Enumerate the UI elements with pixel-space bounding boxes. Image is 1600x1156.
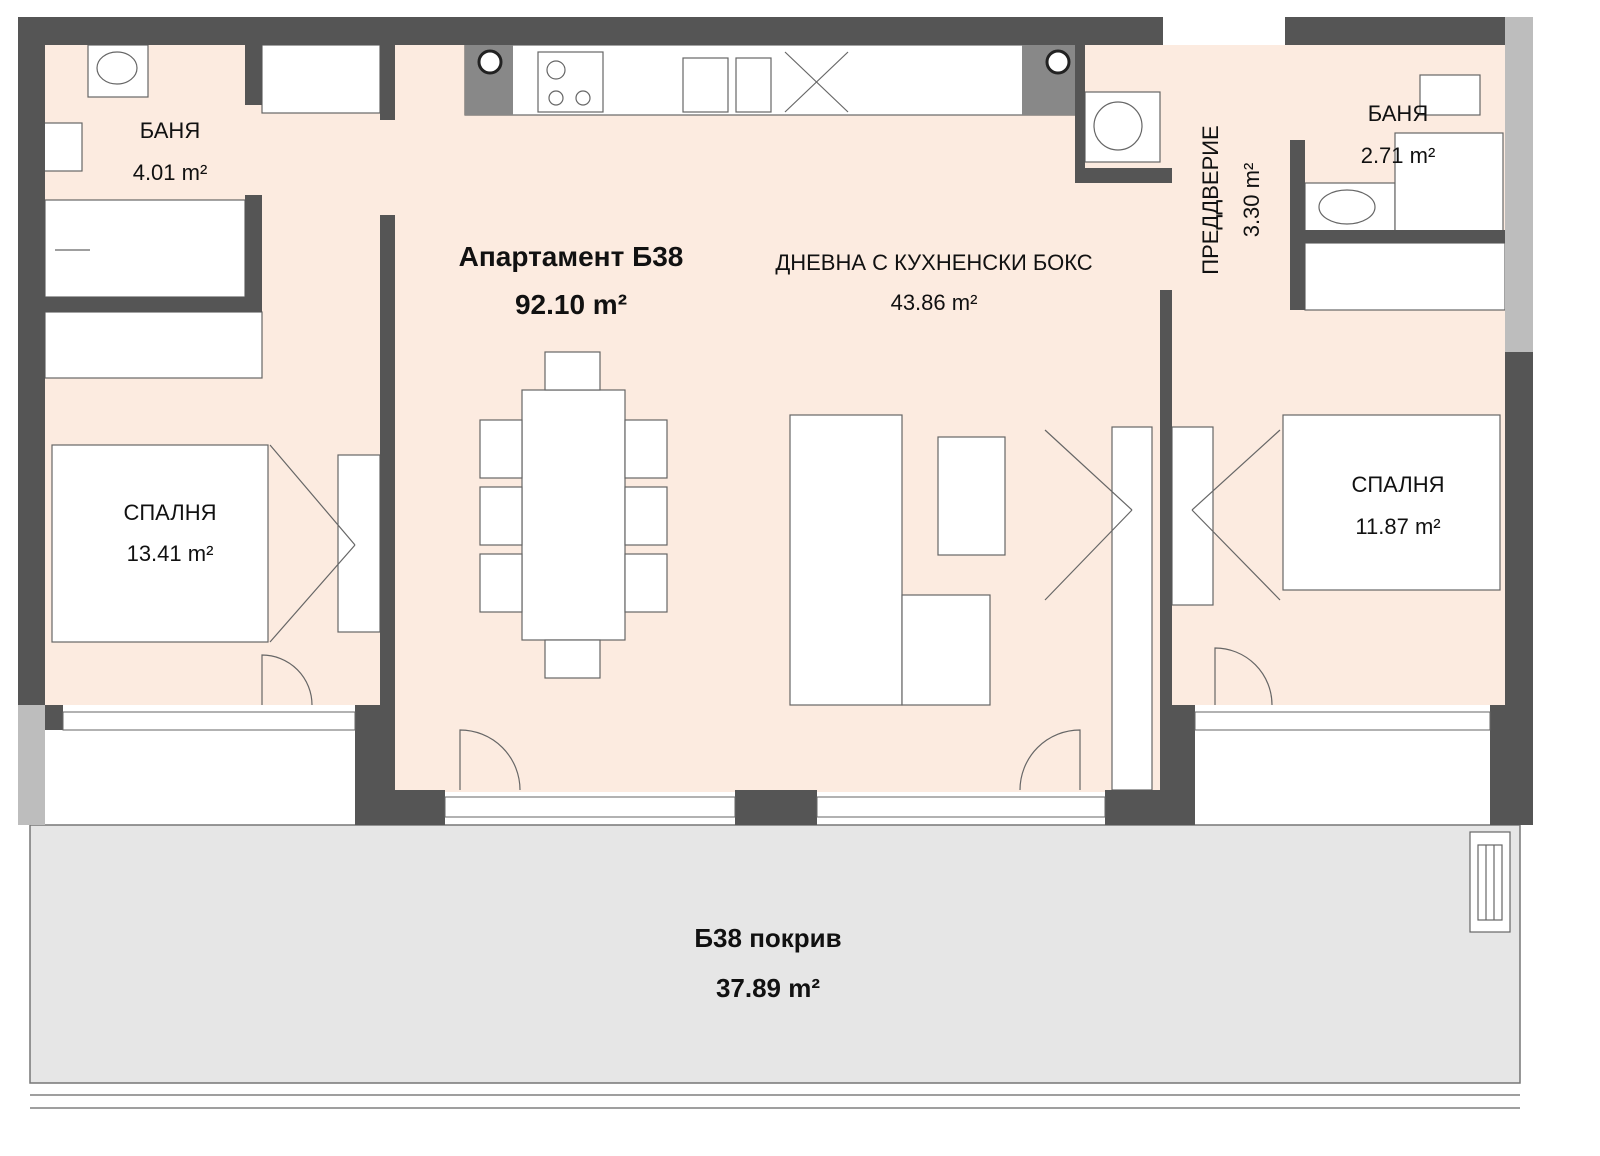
kitchen-counter bbox=[464, 44, 1076, 116]
bedroom-right-area: 11.87 m² bbox=[1355, 514, 1440, 539]
washing-machine bbox=[1084, 91, 1161, 163]
sofa bbox=[789, 414, 1006, 706]
bath-left-fixtures bbox=[31, 44, 246, 298]
hall-area: 3.30 m² bbox=[1239, 163, 1264, 238]
bath-right-fixtures bbox=[1304, 74, 1504, 234]
bath-left-name: БАНЯ bbox=[140, 118, 200, 143]
roof-name: Б38 покрив bbox=[694, 923, 841, 953]
wardrobes bbox=[44, 44, 1506, 379]
bath-right-name: БАНЯ bbox=[1368, 101, 1428, 126]
doors bbox=[261, 647, 1273, 791]
dining-table bbox=[479, 351, 668, 679]
walls bbox=[18, 17, 1533, 825]
bedroom-left-name: СПАЛНЯ bbox=[123, 500, 216, 525]
bedroom-right-name: СПАЛНЯ bbox=[1351, 472, 1444, 497]
ac-unit bbox=[1469, 831, 1511, 933]
beds bbox=[51, 414, 1501, 643]
hall-name: ПРЕДДВЕРИЕ bbox=[1198, 125, 1223, 274]
apartment-title: Апартамент Б38 bbox=[459, 241, 684, 272]
apartment-area: 92.10 m² bbox=[515, 289, 627, 320]
bedroom-left-area: 13.41 m² bbox=[127, 541, 214, 566]
living-name: ДНЕВНА С КУХНЕНСКИ БОКС bbox=[775, 250, 1092, 275]
bath-left-area: 4.01 m² bbox=[133, 160, 208, 185]
roof-area: 37.89 m² bbox=[716, 973, 820, 1003]
roof-terrace bbox=[29, 824, 1521, 1109]
tv-units bbox=[269, 426, 1281, 791]
living-area: 43.86 m² bbox=[891, 290, 978, 315]
floor-area bbox=[45, 45, 1505, 792]
bath-right-area: 2.71 m² bbox=[1361, 143, 1436, 168]
